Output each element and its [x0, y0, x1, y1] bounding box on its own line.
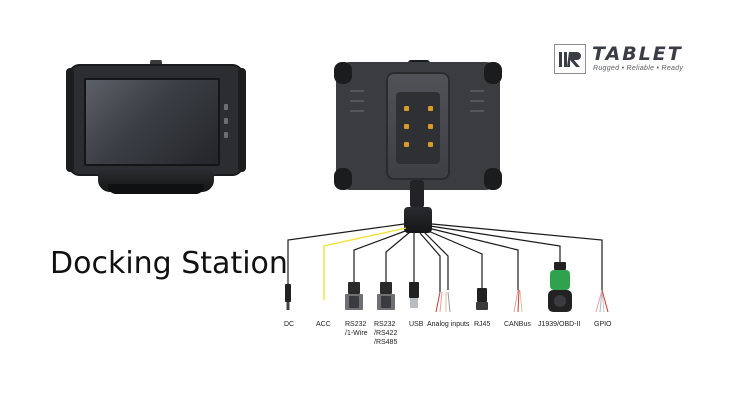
dock-pin	[428, 106, 433, 111]
db9-connector-icon	[345, 282, 363, 310]
wire-bundle-icon	[435, 291, 451, 313]
tablet-vent	[350, 100, 364, 102]
connector-label-gpio: GPIO	[594, 321, 612, 328]
rs232-rs485-wire	[385, 231, 411, 282]
tablet-back-corner	[484, 62, 502, 84]
connector-label-usb: USB	[409, 321, 424, 328]
dc-plug-icon	[285, 284, 291, 310]
canbus-wire	[427, 227, 519, 290]
analog-wire	[419, 232, 441, 292]
obd-wire	[429, 225, 561, 262]
logo-tagline: Rugged • Reliable • Ready	[593, 65, 684, 72]
dock-pin	[428, 142, 433, 147]
tablet-screen	[84, 78, 220, 166]
connector-label-analog: Analog inputs	[427, 321, 470, 328]
connector-label-rs232-1wire: RS232 /1-Wire	[345, 321, 368, 337]
connector-label-dc: DC	[284, 321, 295, 328]
dock-cable	[410, 180, 424, 208]
db9-connector-icon	[377, 282, 395, 310]
page-title: Docking Station	[50, 246, 288, 281]
dock-pin	[404, 124, 409, 129]
connector-label-rj45: RJ45	[474, 321, 491, 328]
obd-connector-icon	[548, 262, 572, 312]
dock-pin	[404, 142, 409, 147]
connector-label-rs232-rs485: RS232 /RS422 /RS485	[374, 321, 398, 346]
breakout-connector	[404, 207, 432, 233]
tablet-side-button	[224, 104, 228, 110]
connector-label-canbus: CANBus	[504, 321, 531, 328]
tablet-bumper-right	[238, 68, 246, 172]
tablet-back-corner	[334, 168, 352, 190]
tablet-side-button	[224, 132, 228, 138]
tablet-vent	[470, 100, 484, 102]
usb-connector-icon	[409, 282, 419, 308]
rj45-wire	[425, 229, 483, 288]
dock-pin	[428, 124, 433, 129]
tablet-bumper-left	[66, 68, 74, 172]
wire-bundle-icon	[595, 289, 609, 313]
connector-label-acc: ACC	[316, 321, 331, 328]
tablet-side-button	[224, 118, 228, 124]
dock-pin	[404, 106, 409, 111]
tablet-vent	[470, 90, 484, 92]
rs232-1wire-wire	[353, 229, 409, 282]
rj45-connector-icon	[476, 288, 488, 310]
gpio-wire	[431, 223, 603, 290]
tablet-vent	[350, 90, 364, 92]
tablet-vent	[350, 110, 364, 112]
tablet-vent	[470, 110, 484, 112]
logo-title: TABLET	[592, 43, 683, 65]
dock-cradle-base	[108, 184, 204, 194]
tablet-top-clip	[150, 60, 162, 66]
analog-wire-2	[423, 231, 449, 290]
tablet-back-corner	[334, 62, 352, 84]
IIR-logo-mark-icon	[554, 44, 586, 74]
acc-wire	[323, 227, 407, 300]
tablet-back-corner	[484, 168, 502, 190]
wire-bundle-icon	[513, 289, 523, 313]
dc-wire	[287, 223, 405, 284]
connector-label-obd: J1939/OBD-II	[538, 321, 581, 328]
tablet-front-image	[66, 60, 246, 194]
